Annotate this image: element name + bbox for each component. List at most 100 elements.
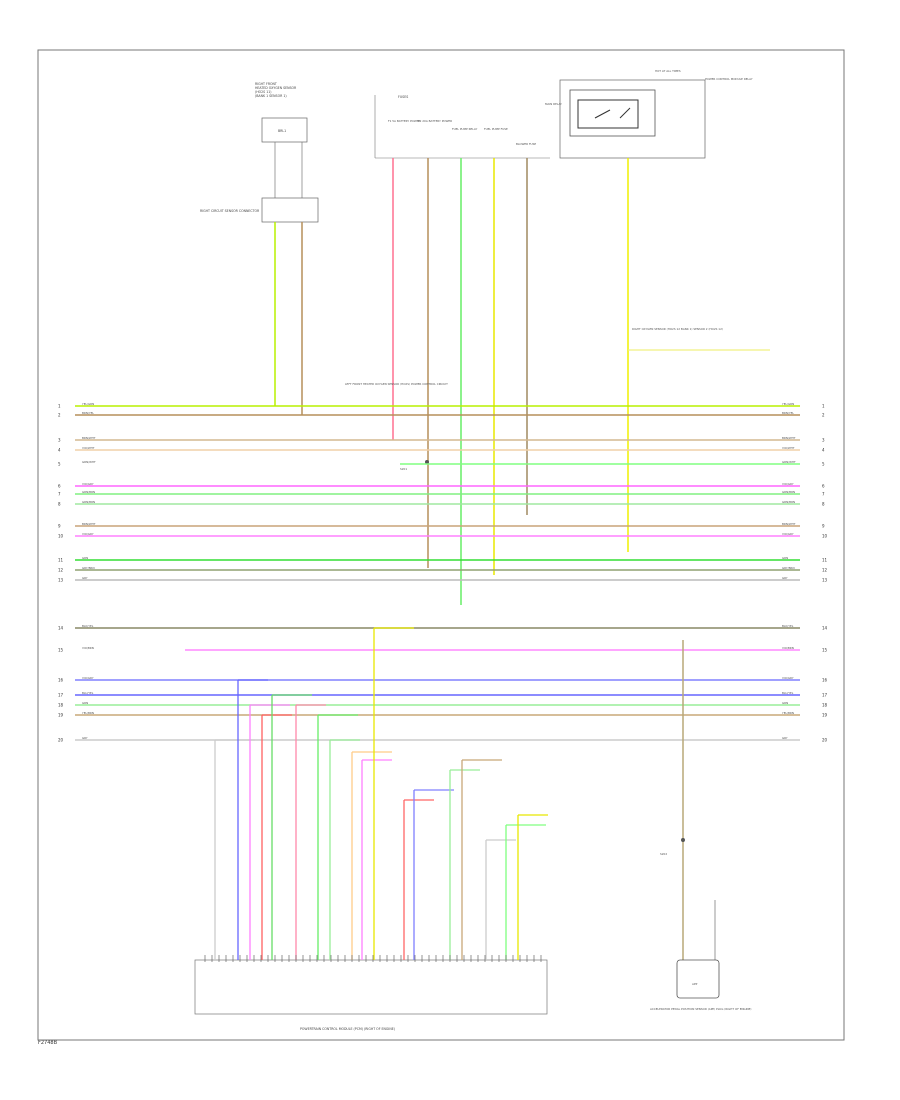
fuse-label-5: BLOWER FUSE <box>516 142 536 146</box>
wire-label-right: GRY/BRN <box>782 566 795 570</box>
wire-pin-right: 10 <box>822 534 828 539</box>
splice-s202-label: S202 <box>660 852 667 856</box>
wire-label-left: GRY <box>82 576 88 580</box>
wire-pin-left: 9 <box>58 524 61 529</box>
fuses-title: FUSES <box>398 95 408 99</box>
wire-pin-left: 13 <box>58 578 64 583</box>
wire-label-left: YEL/BRN <box>82 711 94 715</box>
wire-label-left: BRN/WHT <box>82 522 96 526</box>
wire-pin-right: 8 <box>822 502 825 507</box>
wire-pin-left: 19 <box>58 713 64 718</box>
diagram-frame <box>37 49 845 1041</box>
mid-splice-label: LEFT FRONT HEATED OXYGEN SENSOR (HO2S) P… <box>345 382 448 386</box>
wire-pin-left: 15 <box>58 648 64 653</box>
wire-label-right: GRY <box>782 736 788 740</box>
page-code: F2748B <box>38 1040 58 1046</box>
wire-label-left: VIO/GRY <box>82 482 94 486</box>
pcm-label: POWERTRAIN CONTROL MODULE (PCM) (RIGHT O… <box>300 1027 395 1031</box>
wire-pin-right: 5 <box>822 462 825 467</box>
app-box <box>676 959 720 999</box>
fuse-label-1: F1 5A BATTERY POWER <box>388 119 420 123</box>
main-relay: HOT AT ALL TIMES MAIN RELAY POWER CONTRO… <box>545 69 770 552</box>
wire-label-left: GRN/BRN <box>82 490 95 494</box>
splice-s202 <box>681 838 685 842</box>
wire-label-left: BLU/YEL <box>82 691 94 695</box>
wire-label-left: GRN <box>82 556 88 560</box>
wire-label-right: BRN/YEL <box>782 411 794 415</box>
wire-pin-right: 19 <box>822 713 828 718</box>
wire-label-left: VIO/BRN <box>82 646 94 650</box>
splice-s201-label: S201 <box>400 467 407 471</box>
wire-pin-right: 14 <box>822 626 828 631</box>
main-relay-outer <box>559 79 706 159</box>
wire-label-right: BRN/WHT <box>782 436 796 440</box>
wire-pin-left: 14 <box>58 626 64 631</box>
wire-pin-left: 7 <box>58 492 61 497</box>
app-sensor: S202 APP ACCELERATOR PEDAL POSITION SENS… <box>650 640 752 1011</box>
wire-label-right: GRN <box>782 701 788 705</box>
wire-pin-right: 2 <box>822 413 825 418</box>
wire-label-right: VIO/GRY <box>782 532 794 536</box>
wire-pin-right: 4 <box>822 448 825 453</box>
pcm-box <box>194 959 548 1015</box>
wire-pin-right: 7 <box>822 492 825 497</box>
fuse-label-4: FUEL PUMP FUSE <box>484 127 508 131</box>
wire-label-right: GRN/BRN <box>782 490 795 494</box>
wire-label-right: VIO/WHT <box>782 446 795 450</box>
wire-pin-left: 12 <box>58 568 64 573</box>
wire-label-right: VIO/BRN <box>782 646 794 650</box>
wire-pin-left: 6 <box>58 484 61 489</box>
top-left-connector-label: RIGHT CIRCUIT SENSOR CONNECTOR <box>200 209 260 213</box>
wire-pin-left: 18 <box>58 703 64 708</box>
fuse-label-2: F2 20A BATTERY POWER <box>418 119 452 123</box>
wire-label-right: BRN/WHT <box>782 522 796 526</box>
fuse-label-3: FUEL PUMP RELAY <box>452 127 478 131</box>
wire-pin-right: 11 <box>822 558 828 563</box>
wire-pin-right: 3 <box>822 438 825 443</box>
wire-pin-right: 1 <box>822 404 825 409</box>
wire-label-left: YEL/GRN <box>82 402 94 406</box>
wire-label-left: BRN/YEL <box>82 411 94 415</box>
wire-pin-left: 4 <box>58 448 61 453</box>
wire-label-right: GRN/BRN <box>782 500 795 504</box>
wire-pin-left: 10 <box>58 534 64 539</box>
top-left-relay-label: BRL1 <box>278 129 286 133</box>
wire-pin-left: 5 <box>58 462 61 467</box>
wire-label-left: GRN <box>82 701 88 705</box>
relay-title: MAIN RELAY <box>545 102 562 106</box>
wire-label-right: GRY <box>782 576 788 580</box>
wire-pin-left: 16 <box>58 678 64 683</box>
wire-label-left: BLK/YEL <box>82 624 94 628</box>
wire-label-left: VIO/WHT <box>82 446 95 450</box>
relay-module-label: POWER CONTROL MODULE RELAY <box>705 77 753 81</box>
fuse-block: FUSES F1 5A BATTERY POWER F2 20A BATTERY… <box>374 95 550 605</box>
wire-label-right: VIO/GRY <box>782 482 794 486</box>
wire-pin-right: 17 <box>822 693 828 698</box>
wire-pin-right: 16 <box>822 678 828 683</box>
pcm-connector: POWERTRAIN CONTROL MODULE (PCM) (RIGHT O… <box>194 959 548 1031</box>
wire-label-right: VIO/GRY <box>782 676 794 680</box>
wire-label-left: GRN/BRN <box>82 500 95 504</box>
wire-label-right: GRN/WHT <box>782 460 796 464</box>
wire-label-right: YEL/GRN <box>782 402 794 406</box>
pcm-drop-wires <box>204 627 548 962</box>
right-sensor-label: RIGHT OXYGEN SENSOR (HO2S 12 BANK 1) SEN… <box>632 327 723 331</box>
wire-label-left: VIO/GRY <box>82 532 94 536</box>
wire-pin-left: 1 <box>58 404 61 409</box>
main-relay-switch <box>569 89 656 137</box>
splice-s201 <box>425 460 429 464</box>
wire-label-right: BLU/YEL <box>782 691 794 695</box>
wire-pin-right: 18 <box>822 703 828 708</box>
app-box-label: APP <box>692 982 698 986</box>
wire-pin-right: 6 <box>822 484 825 489</box>
wire-pin-left: 2 <box>58 413 61 418</box>
wire-pin-left: 8 <box>58 502 61 507</box>
wire-pin-right: 20 <box>822 738 828 743</box>
relay-hot-label: HOT AT ALL TIMES <box>655 69 681 73</box>
wire-pin-left: 17 <box>58 693 64 698</box>
wire-label-left: BRN/WHT <box>82 436 96 440</box>
